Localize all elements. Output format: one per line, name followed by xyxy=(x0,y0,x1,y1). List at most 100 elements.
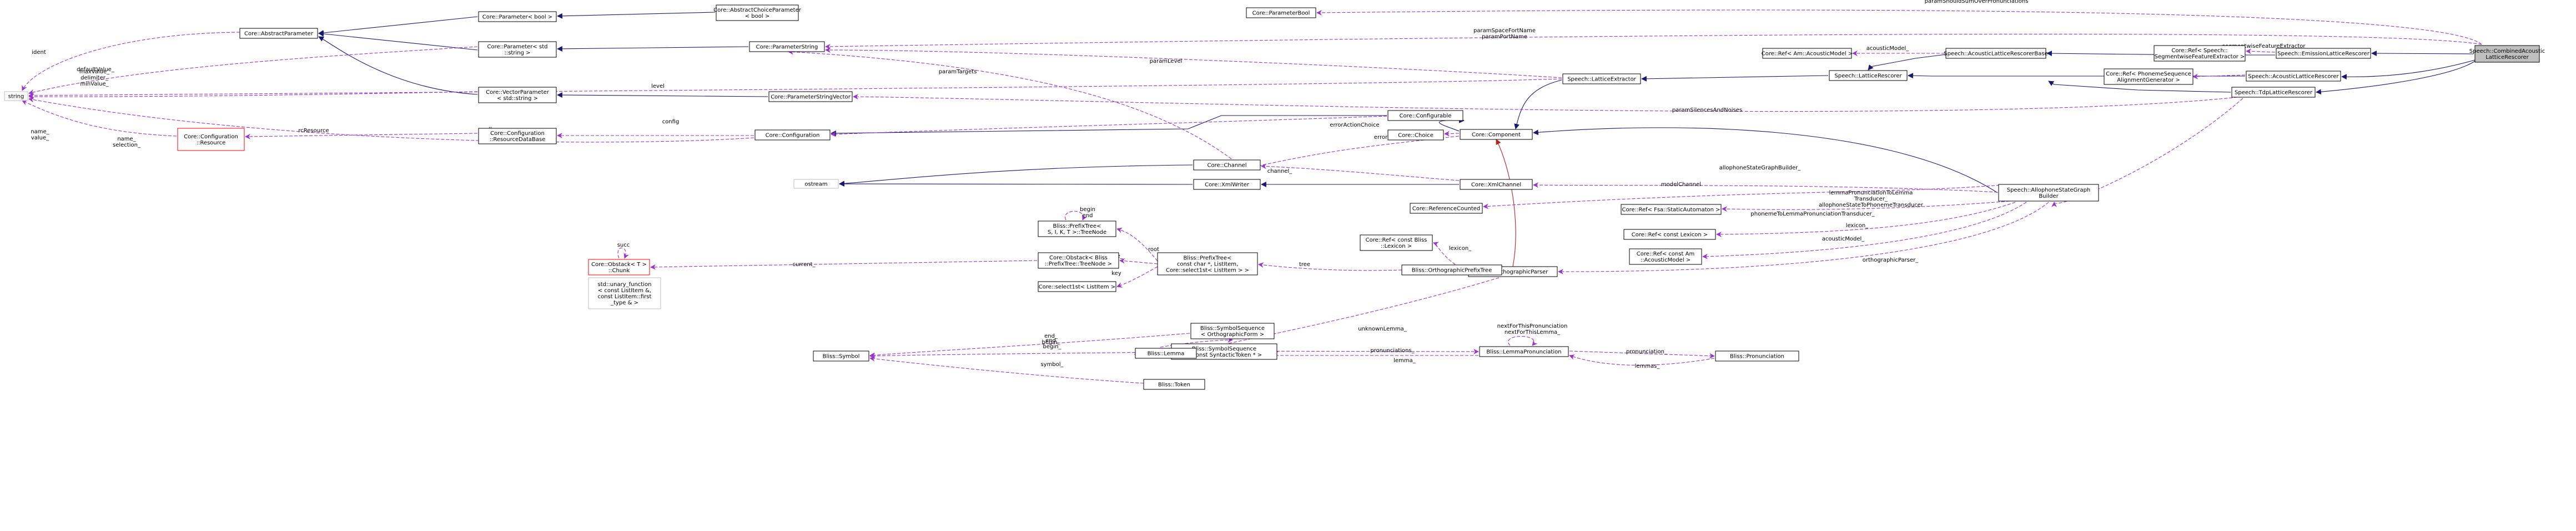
class-node-latExtractor[interactable]: Speech::LatticeExtractor xyxy=(1562,73,1641,84)
edge-label: symbol_ xyxy=(1040,362,1064,368)
class-node-latRescorer[interactable]: Speech::LatticeRescorer xyxy=(1829,70,1908,81)
class-node-symbol[interactable]: Bliss::Symbol xyxy=(813,350,869,362)
edge-use-30 xyxy=(22,32,240,91)
class-node-absParam[interactable]: Core::AbstractParameter xyxy=(239,28,318,39)
class-node-prefixTree[interactable]: Bliss::PrefixTree<const char *, ListItem… xyxy=(1157,252,1258,275)
class-node-label-line: ::Lexicon > xyxy=(1381,243,1412,249)
class-node-ostream[interactable]: ostream xyxy=(793,179,839,189)
class-node-segFeatRef[interactable]: Core::Ref< Speech::SegmentwiseFeatureExt… xyxy=(2154,45,2246,62)
edge-use-32 xyxy=(28,91,478,99)
edge-label-line: modelChannel xyxy=(1661,182,1701,188)
edge-label-line: channel_ xyxy=(1267,168,1293,174)
class-node-component[interactable]: Core::Component xyxy=(1460,129,1533,140)
class-node-configurable[interactable]: Core::Configurable xyxy=(1387,110,1463,121)
edge-use-21 xyxy=(1316,9,2482,45)
class-node-lemma[interactable]: Bliss::Lemma xyxy=(1135,348,1197,359)
edge-use-56 xyxy=(1065,211,1088,221)
class-node-box xyxy=(1401,264,1502,275)
edge-inh-1 xyxy=(2341,59,2476,80)
edge-use-42 xyxy=(1533,182,1998,193)
class-node-resDb[interactable]: Core::Configuration::ResourceDataBase xyxy=(478,128,557,144)
class-node-choice[interactable]: Core::Choice xyxy=(1387,129,1444,141)
class-node-box xyxy=(1562,73,1641,84)
edge-label: succ xyxy=(617,242,630,248)
edge-label-line: end xyxy=(1083,213,1093,219)
edge-use-52 xyxy=(1116,227,1158,262)
class-node-label: Core::Configurable xyxy=(1400,113,1452,119)
edge-label-line: paramTargets xyxy=(939,69,977,75)
class-node-select1st[interactable]: Core::select1st< ListItem > xyxy=(1038,281,1116,292)
class-node-absChoice[interactable]: Core::AbstractChoiceParameter< bool > xyxy=(713,4,802,21)
class-node-cfgResource[interactable]: Core::Configuration::Resource xyxy=(177,128,245,151)
class-node-pron[interactable]: Bliss::Pronunciation xyxy=(1715,350,1799,362)
class-node-label: Core::Channel xyxy=(1208,163,1247,169)
class-node-label: Core::XmlChannel xyxy=(1471,182,1521,188)
edge-label-line: lemmas_ xyxy=(1635,363,1661,369)
class-node-refCounted[interactable]: Core::ReferenceCounted xyxy=(1410,203,1483,214)
class-node-label: Core::AbstractParameter xyxy=(244,31,314,37)
edge-label-line: allophoneStateGraphBuilder_ xyxy=(1719,165,1802,171)
class-node-label-line: Speech::AcousticLatticeRescorer xyxy=(2248,74,2339,80)
edge-use-55 xyxy=(650,260,1038,270)
class-node-label-line: Builder xyxy=(2039,193,2059,199)
class-node-xmlWriter[interactable]: Core::XmlWriter xyxy=(1193,179,1261,190)
class-node-label-line: Bliss::SymbolSequence xyxy=(1200,325,1265,332)
class-node-label-line: Bliss::Token xyxy=(1158,382,1190,388)
class-node-label-line: SegmentwiseFeatureExtractor > xyxy=(2155,54,2245,60)
class-node-box xyxy=(1190,323,1275,339)
class-node-token[interactable]: Bliss::Token xyxy=(1143,379,1205,390)
class-node-label: Core::Parameter< bool > xyxy=(482,14,552,21)
class-node-label-line: Core::Parameter< bool > xyxy=(482,14,552,21)
class-node-symSeqOrth[interactable]: Bliss::SymbolSequence< OrthographicForm … xyxy=(1190,323,1275,339)
edge-label-line: key xyxy=(1111,270,1121,277)
class-node-label-line: Bliss::PrefixTree< xyxy=(1184,256,1232,262)
class-node-label-line: S, I, K, T >::TreeNode xyxy=(1048,229,1106,236)
class-node-tdpRescorer[interactable]: Speech::TdpLatticeRescorer xyxy=(2231,87,2316,98)
class-node-label: Speech::LatticeExtractor xyxy=(1567,77,1636,83)
class-node-label-line: const char *, ListItem, xyxy=(1177,262,1238,268)
class-node-vecParam[interactable]: Core::VectorParameter< std::string > xyxy=(478,87,557,103)
class-node-lemmaPron[interactable]: Bliss::LemmaPronunciation xyxy=(1479,346,1569,357)
class-node-label: Bliss::Symbol xyxy=(823,354,860,360)
edge-label-line: begin_ xyxy=(1043,344,1062,350)
class-node-label-line: Speech::AllophoneStateGraph xyxy=(2007,187,2091,193)
edge-use-39 xyxy=(1444,131,1460,137)
class-node-label: Core::AbstractChoiceParameter< bool > xyxy=(713,7,802,19)
class-node-label-line: Bliss::PrefixTree< xyxy=(1053,223,1101,229)
class-node-channel[interactable]: Core::Channel xyxy=(1193,159,1261,171)
edge-use-47 xyxy=(1702,202,2027,259)
class-node-unaryFn[interactable]: std::unary_function< const ListItem &,co… xyxy=(588,277,661,309)
class-node-orthoPrefixTree[interactable]: Bliss::OrthographicPrefixTree xyxy=(1401,264,1502,275)
class-node-obstackChunk[interactable]: Core::Obstack< T >::Chunk xyxy=(588,259,650,275)
edge-label: tree xyxy=(1299,262,1310,268)
class-node-lexRef[interactable]: Core::Ref< const Lexicon > xyxy=(1623,229,1716,240)
class-node-treeNode[interactable]: Bliss::PrefixTree<S, I, K, T >::TreeNode xyxy=(1038,221,1116,237)
class-node-paramTBool[interactable]: Core::Parameter< bool > xyxy=(478,11,557,22)
class-node-label-line: < bool > xyxy=(745,13,769,19)
class-node-configuration[interactable]: Core::Configuration xyxy=(754,129,831,141)
edge-label-line: begin_ xyxy=(1042,339,1061,345)
class-node-amRef[interactable]: Core::Ref< Am::AcousticModel > xyxy=(1762,48,1853,59)
class-node-acousticRescorer[interactable]: Speech::AcousticLatticeRescorer xyxy=(2246,71,2341,82)
class-node-xmlChannel[interactable]: Core::XmlChannel xyxy=(1460,179,1533,190)
class-node-paramString[interactable]: Core::ParameterString xyxy=(749,41,825,52)
class-node-label-line: ::string > xyxy=(504,50,530,56)
class-node-paramStrVec[interactable]: Core::ParameterStringVector xyxy=(768,91,853,102)
class-node-paramBool[interactable]: Core::ParameterBool xyxy=(1246,7,1316,18)
class-node-blissLexRef[interactable]: Core::Ref< const Bliss::Lexicon > xyxy=(1360,234,1433,251)
class-node-string[interactable]: string xyxy=(4,91,28,101)
class-node-amConstRef[interactable]: Core::Ref< const Am::AcousticModel > xyxy=(1629,248,1702,265)
class-node-label: Core::XmlWriter xyxy=(1205,182,1250,188)
class-node-label-line: Core::Obstack< Bliss xyxy=(1049,255,1108,261)
edge-label-line: acousticModel_ xyxy=(1866,46,1910,52)
edge-label-line: nextForThisLemma_ xyxy=(1505,329,1561,335)
class-node-obstackNode[interactable]: Core::Obstack< Bliss::PrefixTree::TreeNo… xyxy=(1038,252,1119,269)
class-node-emission[interactable]: Speech::EmissionLatticeRescorer xyxy=(2276,48,2371,59)
class-node-paramTString[interactable]: Core::Parameter< std::string > xyxy=(478,41,557,58)
edge-use-61 xyxy=(869,333,1190,358)
class-node-fsaRef[interactable]: Core::Ref< Fsa::StaticAutomaton > xyxy=(1621,204,1722,215)
class-node-alBase[interactable]: Speech::AcousticLatticeRescorerBase xyxy=(1944,48,2048,59)
